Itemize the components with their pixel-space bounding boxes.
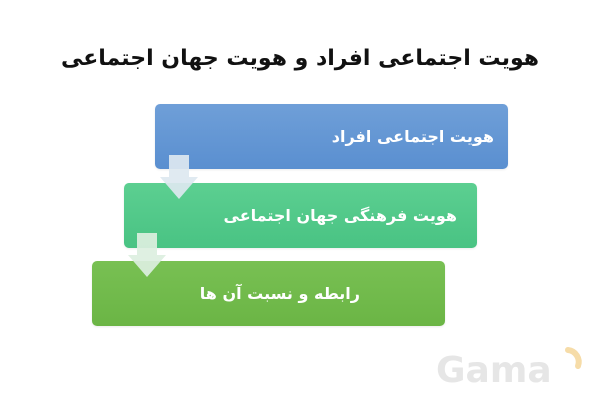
step-label-1: هویت اجتماعی افراد [331, 127, 494, 146]
down-arrow-icon [160, 155, 198, 199]
gama-logo-watermark: Gama [436, 347, 582, 391]
watermark-text: Gama [436, 350, 552, 391]
step-box-1: هویت اجتماعی افراد [155, 104, 508, 169]
down-arrow-icon [128, 233, 166, 277]
step-label-3: رابطه و نسبت آن ها [199, 284, 360, 303]
step-label-2: هویت فرهنگی جهان اجتماعی [223, 206, 457, 225]
diagram-title: هویت اجتماعی افراد و هویت جهان اجتماعی [60, 46, 540, 71]
